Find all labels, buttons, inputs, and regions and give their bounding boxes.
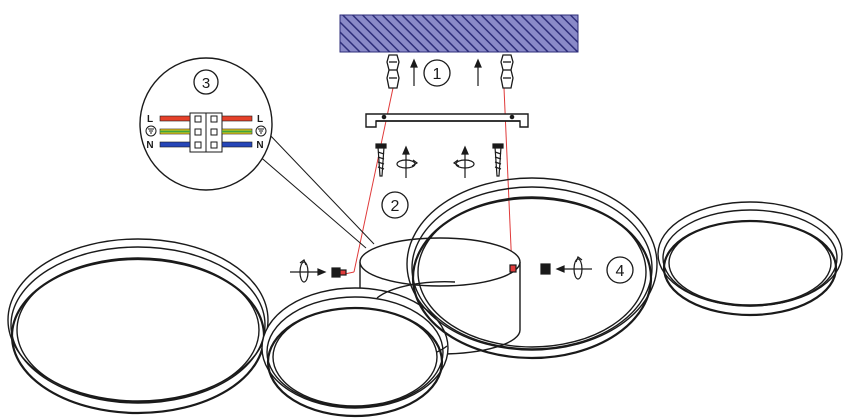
up-arrow-icon xyxy=(474,58,482,86)
step-1-marker: 1 xyxy=(423,59,451,87)
right-live-label: L xyxy=(257,114,263,125)
screw-icon xyxy=(492,143,504,177)
rotate-arrow-icon xyxy=(555,256,592,280)
right-neutral-label: N xyxy=(256,140,263,151)
neutral-wire xyxy=(159,141,253,148)
step-2-marker: 2 xyxy=(381,191,409,219)
step-3-label: 3 xyxy=(202,75,210,92)
earth-ground-icon xyxy=(145,125,157,137)
earth-wire xyxy=(159,128,253,135)
rotate-arrow-icon xyxy=(290,259,327,283)
terminal-block xyxy=(189,112,223,153)
lamp-ring-back xyxy=(376,281,456,353)
left-live-label: L xyxy=(147,114,153,125)
wiring-detail-magnifier: 3 L N xyxy=(139,57,273,191)
ceiling-surface xyxy=(339,14,579,53)
lamp-ring-center-lower xyxy=(261,287,449,418)
wall-plug-icon xyxy=(386,54,400,89)
earth-ground-icon xyxy=(255,125,267,137)
left-neutral-label: N xyxy=(146,140,153,151)
screw-icon xyxy=(375,143,387,177)
step-4-marker: 4 xyxy=(606,256,634,284)
lamp-ring-center-upper xyxy=(406,177,658,360)
step-4-label: 4 xyxy=(616,263,625,280)
rotate-arrow-icon xyxy=(396,145,419,178)
live-wire xyxy=(159,115,253,122)
mounting-bracket xyxy=(365,113,529,128)
step-2-label: 2 xyxy=(391,198,400,215)
up-arrow-icon xyxy=(410,58,418,86)
lamp-ring-left xyxy=(7,238,269,415)
wall-plug-icon xyxy=(500,54,514,89)
lamp-ring-right xyxy=(657,201,843,317)
magnifier-pointer-lines xyxy=(249,132,375,249)
nut-icon xyxy=(331,267,347,278)
step-1-label: 1 xyxy=(433,66,442,83)
rotate-arrow-icon xyxy=(452,145,475,178)
step-3-marker: 3 xyxy=(193,69,219,95)
nut-icon xyxy=(509,263,551,275)
